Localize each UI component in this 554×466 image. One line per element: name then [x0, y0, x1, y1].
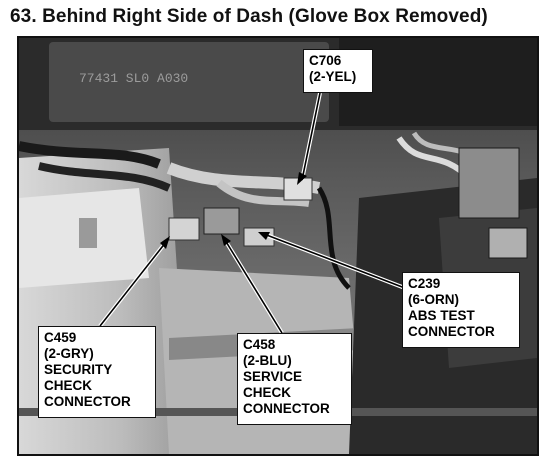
panel-stamp: 77431 SL0 A030 — [79, 71, 188, 86]
callout-c459-line-2: (2-GRY) — [44, 346, 94, 361]
callout-c239-line-4: CONNECTOR — [408, 324, 495, 339]
callout-c458-line-5: CONNECTOR — [243, 401, 330, 416]
callout-c459-line-4: CHECK — [44, 378, 93, 393]
callout-c459-line-1: C459 — [44, 330, 77, 345]
callout-c239-line-2: (6-ORN) — [408, 292, 459, 307]
callout-c459-line-5: CONNECTOR — [44, 394, 131, 409]
callout-c458: C458 (2-BLU) SERVICE CHECK CONNECTOR — [237, 333, 352, 425]
figure-title: 63. Behind Right Side of Dash (Glove Box… — [10, 6, 488, 27]
callout-c458-line-2: (2-BLU) — [243, 353, 292, 368]
callout-c239-line-1: C239 — [408, 276, 441, 291]
callout-c459-line-3: SECURITY — [44, 362, 113, 377]
callout-c706: C706 (2-YEL) — [303, 49, 373, 93]
callout-c458-line-1: C458 — [243, 337, 276, 352]
callout-c239: C239 (6-ORN) ABS TEST CONNECTOR — [402, 272, 520, 348]
callout-c706-line-2: (2-YEL) — [309, 69, 357, 84]
callout-c458-line-4: CHECK — [243, 385, 292, 400]
callout-c706-line-1: C706 — [309, 53, 342, 68]
callout-c239-line-3: ABS TEST — [408, 308, 475, 323]
callout-c458-line-3: SERVICE — [243, 369, 303, 384]
callout-c459: C459 (2-GRY) SECURITY CHECK CONNECTOR — [38, 326, 156, 418]
